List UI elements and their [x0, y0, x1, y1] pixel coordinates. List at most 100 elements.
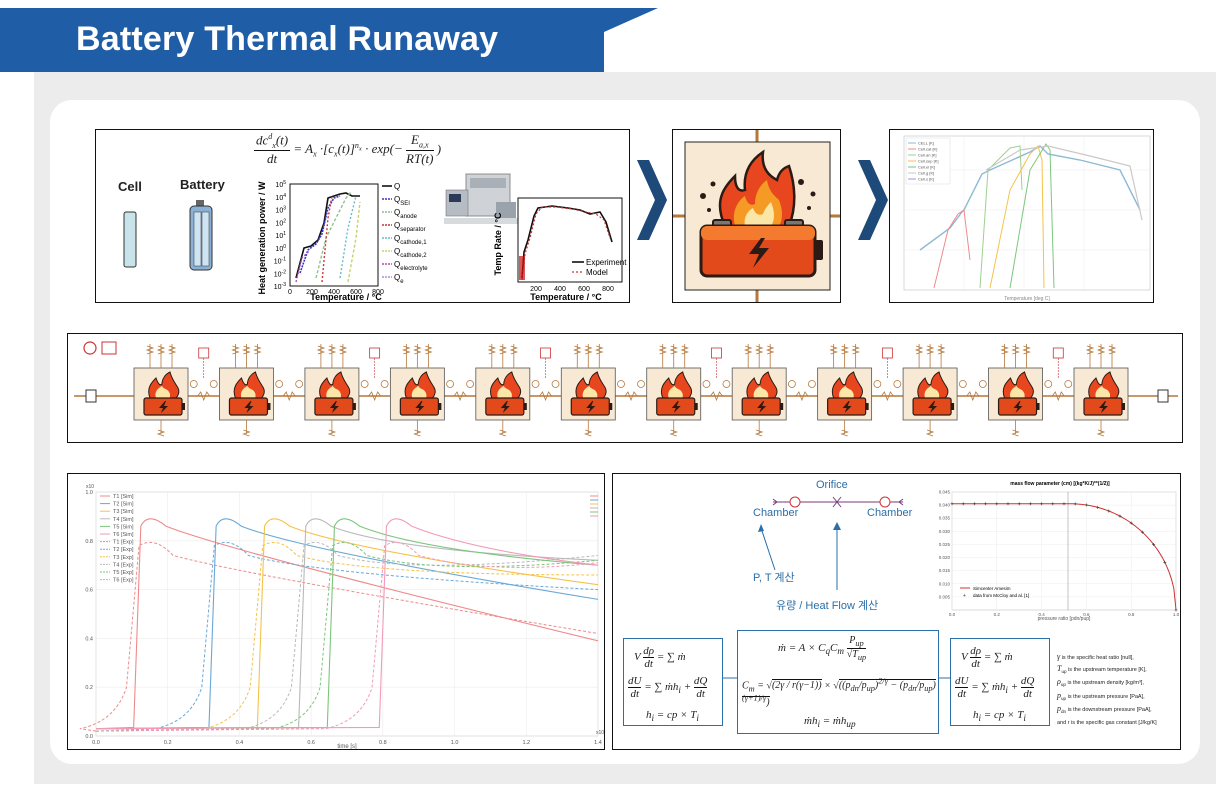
- run-exp-curve: [95, 541, 599, 732]
- mass-data-point: [1062, 502, 1066, 506]
- definition-tup: Tup is the upstream temperature [K],: [1057, 663, 1147, 674]
- heat-legend-item: Qseparator: [394, 221, 426, 233]
- definition-gamma: γ is the specific heat ratio [null],: [1057, 652, 1134, 661]
- circuit-cell-block[interactable]: [817, 344, 873, 437]
- calorimeter-photo: [444, 173, 518, 224]
- run-exp-curve: [79, 541, 599, 732]
- mass-xtick: 0.0: [949, 612, 956, 617]
- simulation-panel: CELL [K]Cell.cat [K]Cell.an [K]Cell.sep …: [889, 129, 1154, 303]
- run-ytick: 0.0: [85, 734, 93, 740]
- orifice-arrows: [758, 522, 841, 590]
- flow-arrow-1: [637, 160, 667, 240]
- mass-xtick: 0.2: [994, 612, 1001, 617]
- run-sim-curve: [95, 518, 599, 730]
- circuit-cell-block[interactable]: [219, 344, 274, 437]
- mass-data-point: [972, 502, 976, 506]
- heat-generation-chart: Heat generation power / W Temperature / …: [257, 180, 428, 302]
- sim-legend-item: Cell.cat [K]: [918, 147, 937, 152]
- heat-ytick: 10-1: [274, 257, 286, 266]
- definition-rhoup: ρup is the upstream density [kg/m³],: [1057, 677, 1144, 688]
- mass-ytick: 0.040: [939, 503, 951, 508]
- pt-calc-label: P, T 계산: [753, 572, 795, 584]
- mass-data-point: [1040, 502, 1044, 506]
- sim-legend-item: CELL [K]: [918, 141, 934, 146]
- run-exp-curve: [95, 541, 599, 732]
- temp-experiment-line: [521, 205, 613, 279]
- circuit-cell-block[interactable]: [988, 344, 1043, 437]
- circuit-cell-block[interactable]: [902, 344, 958, 437]
- circuit-cell-block[interactable]: [389, 344, 445, 437]
- run-legend-item: T2 [Sim]: [113, 502, 134, 508]
- run-xlabel: time [s]: [337, 744, 357, 750]
- heat-ytick: 103: [275, 206, 286, 215]
- heat-xtick: 800: [372, 289, 384, 296]
- mass-data-point: [995, 502, 999, 506]
- heat-electrolyte-line: [295, 249, 311, 283]
- sim-el-line: [1009, 143, 1055, 289]
- mass-xtick: 0.8: [1128, 612, 1135, 617]
- circuit-cell-block[interactable]: [304, 344, 360, 437]
- chamber-right-label: Chamber: [867, 507, 913, 519]
- mass-chart-title: mass flow parameter (cm) [(kg*K/J)**(1/2…: [1010, 481, 1110, 487]
- battery-label: Battery: [180, 177, 225, 192]
- sim-cathode-line: [933, 209, 971, 289]
- svg-text:+: +: [963, 593, 966, 599]
- run-legend-item: T2 [Exp]: [113, 547, 134, 553]
- mass-xtick: 0.4: [1038, 612, 1045, 617]
- run-xtick: 0.0: [92, 740, 100, 746]
- orifice-equations: ṁ = A × CqCm Pup√Tup Cm = √(2γ / r(γ−1))…: [737, 630, 939, 734]
- sim-legend-item: Cell.el [K]: [918, 165, 935, 170]
- circuit-cell-block[interactable]: [475, 344, 531, 437]
- circuit-cell-block[interactable]: [1073, 344, 1129, 437]
- run-sim-curve: [95, 518, 599, 730]
- flow-arrow-2: [858, 160, 888, 240]
- run-ytick: 0.6: [85, 588, 93, 594]
- temp-xtick: 200: [530, 286, 542, 293]
- heat-legend-item: Q: [394, 182, 400, 191]
- sim-anode-line: [979, 145, 1023, 289]
- heat-chart-ylabel: Heat generation power / W: [257, 181, 267, 295]
- mass-xtick: 1.0: [1173, 612, 1180, 617]
- run-xtick: 1.0: [451, 740, 459, 746]
- run-legend-item: T1 [Sim]: [113, 494, 134, 500]
- circuit-cell-block[interactable]: [133, 344, 189, 437]
- run-legend-item: T1 [Exp]: [113, 540, 134, 546]
- heat-legend-item: Qcathode,1: [394, 234, 427, 246]
- battery-fire-icon: [673, 130, 840, 302]
- orifice-title: Orifice: [816, 479, 848, 491]
- circuit-cell-block[interactable]: [560, 344, 616, 437]
- mass-flow-chart: mass flow parameter (cm) [(kg*K/J)**(1/2…: [939, 481, 1180, 622]
- run-sim-curve: [95, 518, 599, 730]
- run-sim-curve: [95, 518, 599, 730]
- run-xtick: 0.6: [307, 740, 315, 746]
- run-legend-item: T5 [Sim]: [113, 524, 134, 530]
- heat-ytick: 100: [275, 244, 286, 253]
- mass-ytick: 0.035: [939, 516, 951, 521]
- mass-data-point: [961, 502, 965, 506]
- temp-chart-ylabel: Temp Rate / °C: [493, 212, 503, 275]
- definition-pdn: pdn is the downstream pressure [PaA],: [1057, 704, 1152, 715]
- sim-legend-item: Cell.g [K]: [918, 171, 934, 176]
- cell-shape: [123, 211, 137, 268]
- run-legend-item: T4 [Exp]: [113, 562, 134, 568]
- circuit-cell-block[interactable]: [731, 344, 787, 437]
- circuit-cell-block[interactable]: [646, 344, 702, 437]
- mass-ytick: 0.025: [939, 542, 951, 547]
- heat-ytick: 10-3: [274, 282, 286, 291]
- temp-legend-experiment: Experiment: [586, 258, 627, 267]
- flow-calc-label: 유량 / Heat Flow 계산: [776, 600, 879, 612]
- model-panel: dcdx(t) dt = Ax ·[cx(t)]nx · exp(− Ea,x …: [95, 129, 630, 303]
- run-xscale: x10: [596, 730, 604, 736]
- mass-data-point: [1028, 502, 1032, 506]
- mass-data-point: [1006, 502, 1010, 506]
- run-exp-curve: [95, 541, 599, 732]
- heat-cathode2-line: [347, 201, 361, 283]
- sim-sep-line: [989, 145, 1045, 289]
- battery-pack-circuit: [74, 341, 1178, 437]
- battery-pack-circuit-panel: [67, 333, 1183, 443]
- mass-xtick: 0.6: [1083, 612, 1090, 617]
- mass-data-point: [950, 502, 954, 506]
